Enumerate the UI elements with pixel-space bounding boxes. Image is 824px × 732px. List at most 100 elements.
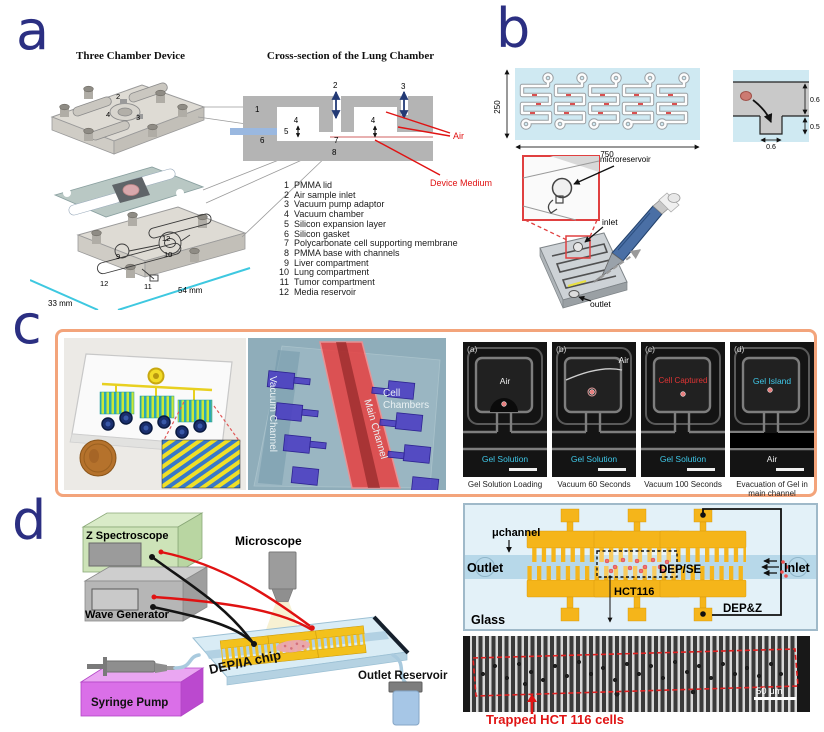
microreservoir-label: microreservoir — [600, 155, 651, 164]
microscope-label: Microscope — [235, 534, 302, 548]
micrograph-tag: (a) — [467, 344, 478, 354]
legend-text: Vacuum pump adaptor — [294, 199, 385, 210]
outlet-reservoir-label: Outlet Reservoir — [358, 670, 448, 682]
reservoir-vial — [392, 690, 420, 726]
micrograph-top-label: Gel Island — [752, 376, 792, 386]
z-spectroscope-box: Z Spectroscope — [81, 512, 204, 573]
legend-text: Vacuum chamber — [294, 209, 364, 220]
legend-num: 7 — [283, 238, 289, 249]
cs-num-8: 8 — [332, 148, 337, 157]
dim-05: 0.5 — [810, 124, 820, 131]
lid-ports — [59, 85, 188, 141]
syringe-pump-label: Syringe Pump — [91, 697, 168, 709]
legend-num: 11 — [279, 277, 289, 288]
cell-glyph — [740, 91, 752, 101]
cs-num-3: 3 — [401, 82, 406, 91]
inlet-label: inlet — [602, 217, 618, 227]
trapped-cell-dots — [480, 659, 784, 697]
hct116-label: HCT116 — [614, 586, 654, 598]
micrograph-caption: Evacuation of Gel in main channel — [736, 480, 808, 498]
exploded-base: 12 10 9 12 11 — [76, 206, 247, 291]
inlet-port — [788, 557, 808, 577]
cell-chambers-label: Cell Chambers — [383, 388, 430, 411]
legend-text: Tumor compartment — [294, 277, 375, 288]
schematic-outlet-label: Outlet — [467, 561, 504, 575]
air-label: Air — [453, 131, 464, 141]
legend-num: 12 — [278, 286, 289, 297]
micrograph-bottom-label: Gel Solution — [481, 454, 529, 464]
micrograph-bottom-label: Gel Solution — [570, 454, 618, 464]
microreservoir-marks — [530, 94, 677, 114]
micrograph-c: (c) Cell Captured Gel Solution — [641, 342, 725, 477]
base-channels — [96, 213, 212, 282]
exploded-num-4: 4 — [106, 110, 110, 119]
trapped-region-outline — [472, 648, 799, 697]
wires — [149, 549, 315, 647]
outlet-label: outlet — [590, 299, 611, 309]
legend-num: 8 — [283, 247, 289, 258]
trapped-arrow — [527, 694, 537, 714]
legend-num: 6 — [283, 228, 289, 239]
chip-render-drawing — [248, 338, 446, 490]
dim-33mm: 33 mm — [48, 299, 73, 308]
exploded-num-2: 2 — [116, 92, 120, 101]
legend-num: 2 — [283, 189, 289, 200]
trapped-cells-micrograph: 50 μm — [463, 636, 810, 712]
micrograph-overlay: 50 μm — [472, 648, 799, 700]
micrograph-edge — [463, 636, 470, 712]
microreservoir-inset: microreservoir — [522, 155, 651, 242]
chip-top-view: 250 750 — [493, 68, 700, 159]
tubing-and-reservoir: Outlet Reservoir — [173, 653, 448, 726]
legend-num: 5 — [283, 218, 289, 229]
panel-d-letter: d — [12, 489, 47, 552]
legend-text: Media reservoir — [294, 286, 357, 297]
micrograph-bottom-label: Air — [766, 454, 778, 464]
cs-num-4l: 4 — [294, 116, 299, 125]
micrograph-top-label: Air — [499, 376, 511, 386]
dep-schematic-drawing: Outlet Inlet μchannel HCT116 DEP/SE DEP&… — [465, 508, 816, 627]
vacuum-channel-label: Vacuum Channel — [267, 376, 278, 452]
legend-num: 3 — [283, 199, 289, 210]
legend-num: 9 — [283, 257, 289, 268]
legend-text: PMMA lid — [294, 180, 333, 190]
microscope: Microscope — [235, 534, 302, 638]
dim-06-top: 0.6 — [810, 97, 820, 104]
z-spectroscope-label: Z Spectroscope — [86, 530, 169, 542]
wave-generator-label: Wave Generator — [85, 609, 170, 621]
base-ports — [91, 211, 208, 278]
panel-a-drawing: 2 4 3 — [30, 81, 492, 310]
exploded-num-10: 10 — [164, 250, 172, 259]
micrograph-tag: (d) — [734, 344, 745, 354]
legend-item: 2 Air sample inlet — [277, 189, 458, 201]
legend-item: 12 Media reservoir — [277, 286, 458, 298]
legend-num: 10 — [278, 267, 289, 278]
cs-num-4r: 4 — [371, 116, 376, 125]
micrograph-tag: (c) — [645, 344, 655, 354]
cs-num-5: 5 — [284, 127, 289, 136]
micrograph-caption: Gel Solution Loading — [467, 480, 543, 489]
cs-num-7: 7 — [334, 136, 339, 145]
scale-bar — [754, 697, 796, 700]
micrograph-b: (b) Air Gel Solution — [552, 342, 636, 477]
schematic-inlet-label: Inlet — [784, 561, 811, 575]
legend-text: Air sample inlet — [294, 189, 356, 200]
exploded-num-12a: 12 — [162, 234, 170, 243]
scale-bar-label: 50 μm — [756, 686, 783, 697]
device-medium-label: Device Medium — [430, 178, 492, 188]
cross-section: 1 2 3 4 4 5 6 7 8 Air Device Medium — [230, 81, 492, 188]
chip-3d-device: inlet outlet — [539, 192, 681, 309]
chip-ports — [101, 411, 207, 439]
micrograph-caption: Vacuum 60 Seconds — [557, 480, 631, 489]
electrode-array-left — [526, 508, 614, 622]
penny — [79, 439, 117, 477]
electrode-zoom-inset — [161, 439, 241, 489]
legend-num: 4 — [283, 209, 289, 220]
micrograph-d: (d) Gel Island Air — [730, 342, 814, 477]
micrograph-caption: Vacuum 100 Seconds — [644, 480, 722, 489]
chip-electrodes — [219, 625, 367, 668]
dim-750: 750 — [600, 150, 614, 159]
